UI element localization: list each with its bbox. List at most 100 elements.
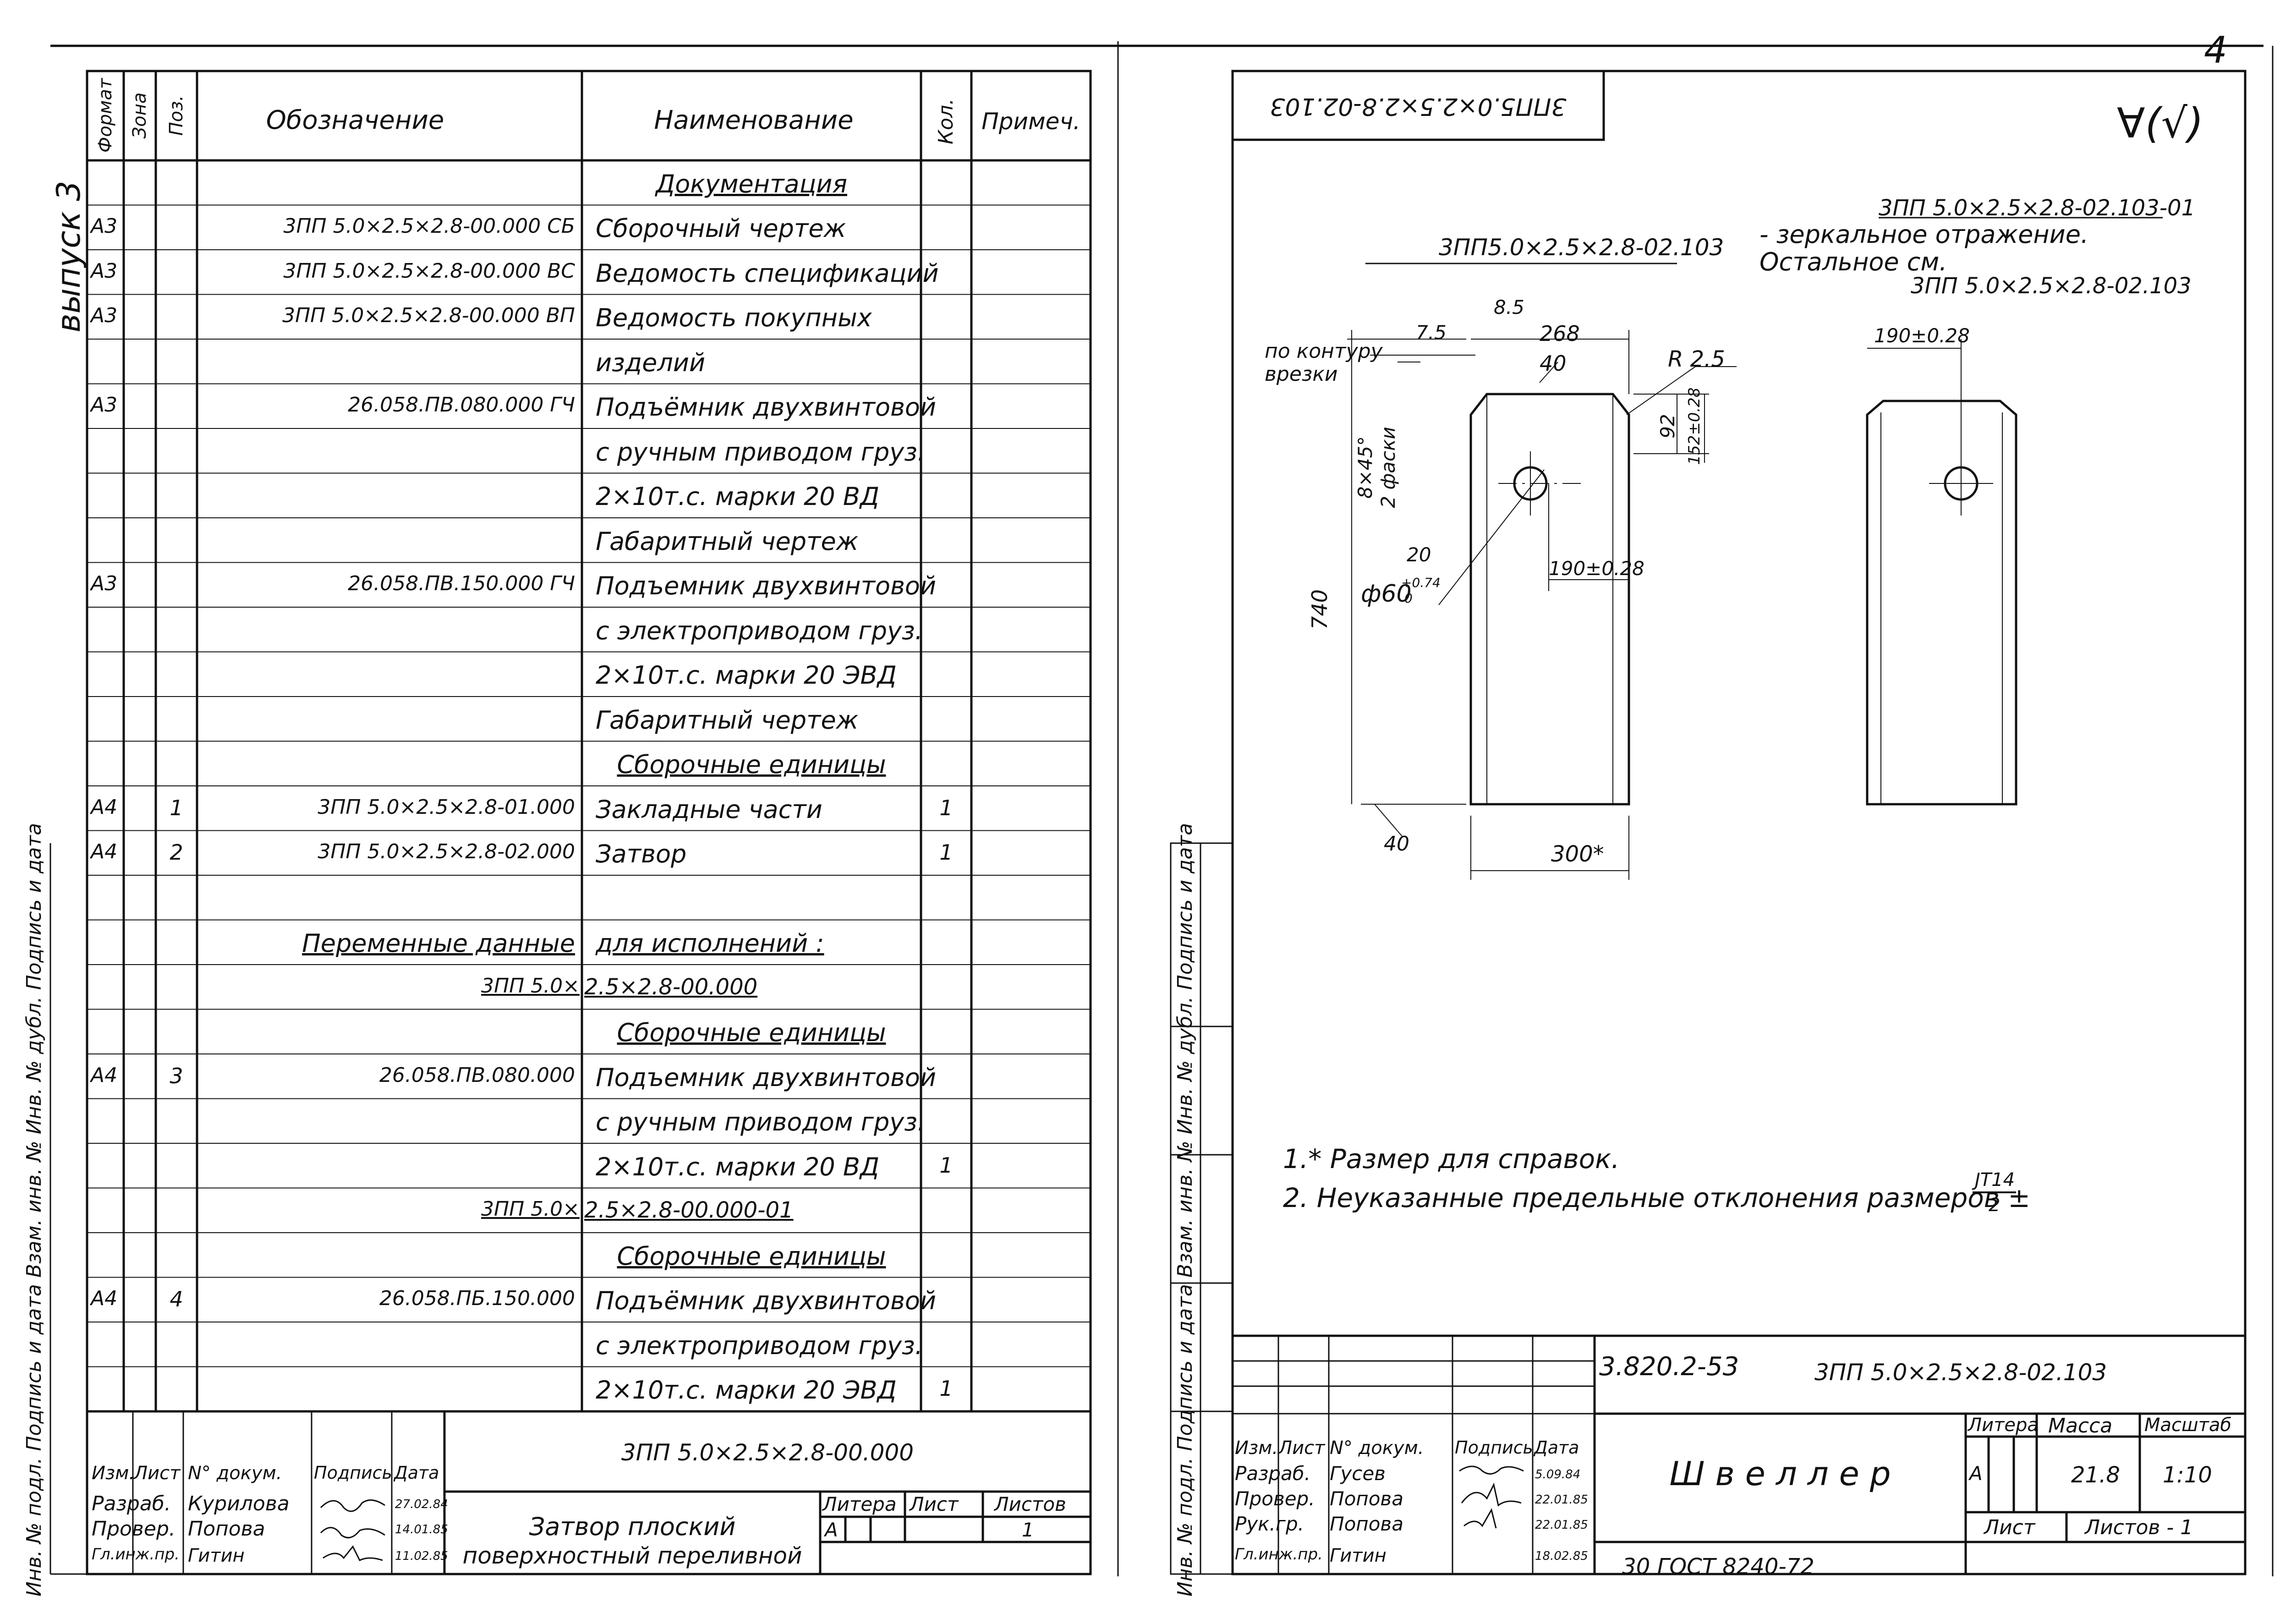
- cell-qty: 1: [939, 1376, 953, 1401]
- cell-name: Ведомость покупных: [596, 303, 872, 333]
- dim-190-view2: 190±0.28: [1874, 324, 1970, 347]
- cell-name: Подъёмник двухвинтовой: [596, 393, 937, 422]
- left-tb-name-line2: поверхностный переливной: [462, 1542, 802, 1569]
- right-tb-r4-date: 18.02.85: [1535, 1549, 1588, 1563]
- cell-name: Ведомость спецификаций: [596, 258, 939, 288]
- left-signatures: [320, 1499, 385, 1562]
- left-tb-h-listov: Листов: [994, 1493, 1066, 1515]
- right-tb-col-date: Дата: [1534, 1437, 1579, 1458]
- cell-name: с электроприводом груз.: [596, 616, 923, 645]
- cell-name: Сборочные единицы: [617, 1241, 886, 1271]
- cell-name: с ручным приводом груз.: [596, 437, 926, 466]
- right-tb-part-name: Ш в е л л е р: [1669, 1454, 1891, 1493]
- cell-name: изделий: [596, 348, 706, 377]
- cell-name: Подъемник двухвинтовой: [596, 571, 937, 601]
- left-tb-col-doc: N° докум.: [188, 1463, 282, 1484]
- cell-name: Сборочные единицы: [617, 1018, 886, 1048]
- cell-format: A3: [91, 259, 118, 283]
- table-row: с электроприводом груз.: [0, 1322, 1118, 1367]
- right-tb-r4-name: Гитин: [1330, 1545, 1387, 1566]
- cell-name: Габаритный чертеж: [596, 527, 859, 556]
- left-tb-col-izm: Изм.: [92, 1463, 135, 1484]
- cell-designation: 3ПП 5.0×2.5×2.8-00.000 ВП: [282, 304, 575, 328]
- right-tb-scale: 1:10: [2163, 1462, 2212, 1488]
- cell-designation: 3ПП 5.0×2.5×2.8-01.000: [318, 795, 575, 819]
- note-2-frac-bar: [1973, 1191, 2016, 1193]
- cell-designation: Переменные данные: [302, 929, 575, 958]
- cell-pos: 3: [170, 1063, 183, 1088]
- note-2: 2. Неуказанные предельные отклонения раз…: [1283, 1182, 2030, 1213]
- cell-designation: 26.058.ПБ.150.000: [379, 1287, 575, 1311]
- table-row: Переменные данные для исполнений :: [0, 920, 1118, 965]
- table-row: 3ПП 5.0×2.5×2.8-00.000: [0, 965, 1118, 1010]
- left-tb-r3-role: Гл.инж.пр.: [92, 1545, 180, 1564]
- right-tb-col-sign: Подпись: [1455, 1437, 1533, 1458]
- right-tb-litera: А: [1969, 1462, 1983, 1485]
- right-tb-project: 3.820.2-53: [1599, 1352, 1739, 1382]
- right-side-strip-label: Инв. № подл. Подпись и дата Взам. инв. №…: [1173, 823, 1197, 1597]
- dim-300: 300*: [1551, 841, 1604, 867]
- cell-name: Подъёмник двухвинтовой: [596, 1286, 937, 1316]
- cell-designation: 3ПП 5.0×: [481, 974, 580, 998]
- dim-phi60: ф60: [1361, 580, 1412, 608]
- cell-format: A4: [91, 1287, 118, 1311]
- right-tb-r2-date: 22.01.85: [1535, 1493, 1588, 1507]
- cell-qty: 1: [939, 840, 953, 865]
- cell-format: A4: [91, 840, 118, 864]
- chamfer-label-2: 2 фаски: [1377, 427, 1399, 508]
- right-tb-r2-role: Провер.: [1235, 1487, 1315, 1510]
- cell-designation: 3ПП 5.0×2.5×2.8-00.000 СБ: [283, 214, 575, 238]
- table-row: изделий: [0, 339, 1118, 384]
- left-tb-r1-date: 27.02.84: [395, 1498, 448, 1511]
- cell-name: Подъемник двухвинтовой: [596, 1063, 937, 1092]
- table-row: [0, 875, 1118, 920]
- right-tb-col-izm: Изм.: [1235, 1437, 1278, 1459]
- right-tb-h-litera: Литера: [1968, 1415, 2039, 1436]
- right-tb-r3-name: Попова: [1330, 1513, 1403, 1535]
- left-tb-col-sign: Подпись: [314, 1463, 392, 1483]
- cell-name: 2×10т.с. марки 20 ЭВД: [596, 1376, 897, 1405]
- note-2-frac-bot: 2: [1989, 1195, 2001, 1216]
- table-row: A3 3ПП 5.0×2.5×2.8-00.000 ВП Ведомость пок…: [0, 295, 1118, 340]
- cell-name: для исполнений :: [596, 929, 824, 958]
- left-tb-designation: 3ПП 5.0×2.5×2.8-00.000: [621, 1439, 914, 1466]
- cell-name: 2×10т.с. марки 20 ЭВД: [596, 661, 897, 690]
- dim-152: 152±0.28: [1685, 387, 1704, 465]
- left-tb-col-date: Дата: [394, 1463, 439, 1483]
- table-row: Сборочные единицы: [0, 1233, 1118, 1278]
- cell-format: A4: [91, 795, 118, 819]
- cell-name: Закладные части: [596, 795, 822, 824]
- mirror-note-1: 3ПП 5.0×2.5×2.8-02.103-01: [1879, 195, 2196, 221]
- dim-190-view1: 190±0.28: [1549, 557, 1644, 580]
- header-format: Формат: [95, 78, 116, 153]
- dim-phi-tol-dn: 0: [1404, 591, 1413, 606]
- table-row: с ручным приводом груз.: [0, 1099, 1118, 1144]
- table-row: 2×10т.с. марки 20 ЭВД 1: [0, 1367, 1118, 1412]
- left-tb-r3-date: 11.02.85: [395, 1549, 448, 1563]
- cell-designation: 3ПП 5.0×: [481, 1197, 580, 1221]
- table-row: с электроприводом груз.: [0, 607, 1118, 652]
- chamfer-label-1: 8×45°: [1354, 436, 1376, 499]
- left-tb-r2-date: 14.01.85: [395, 1523, 448, 1536]
- right-tb-r1-name: Гусев: [1330, 1462, 1386, 1485]
- left-tb-name-line1: Затвор плоский: [529, 1512, 736, 1541]
- dim-20: 20: [1407, 543, 1431, 566]
- right-tb-r1-date: 5.09.84: [1535, 1468, 1581, 1481]
- cell-pos: 2: [170, 840, 183, 865]
- right-tb-h-list: Лист: [1984, 1516, 2035, 1539]
- cell-format: A3: [91, 304, 118, 328]
- table-row: Габаритный чертеж: [0, 697, 1118, 741]
- right-tb-mass: 21.8: [2071, 1462, 2120, 1488]
- right-tb-designation: 3ПП 5.0×2.5×2.8-02.103: [1814, 1359, 2107, 1386]
- left-tb-h-litera: Литера: [822, 1493, 897, 1515]
- mirror-note-2: - зеркальное отражение.: [1759, 220, 2089, 249]
- roughness-symbol: ∀(√): [2117, 99, 2204, 148]
- right-tb-r1-role: Разраб.: [1235, 1462, 1311, 1485]
